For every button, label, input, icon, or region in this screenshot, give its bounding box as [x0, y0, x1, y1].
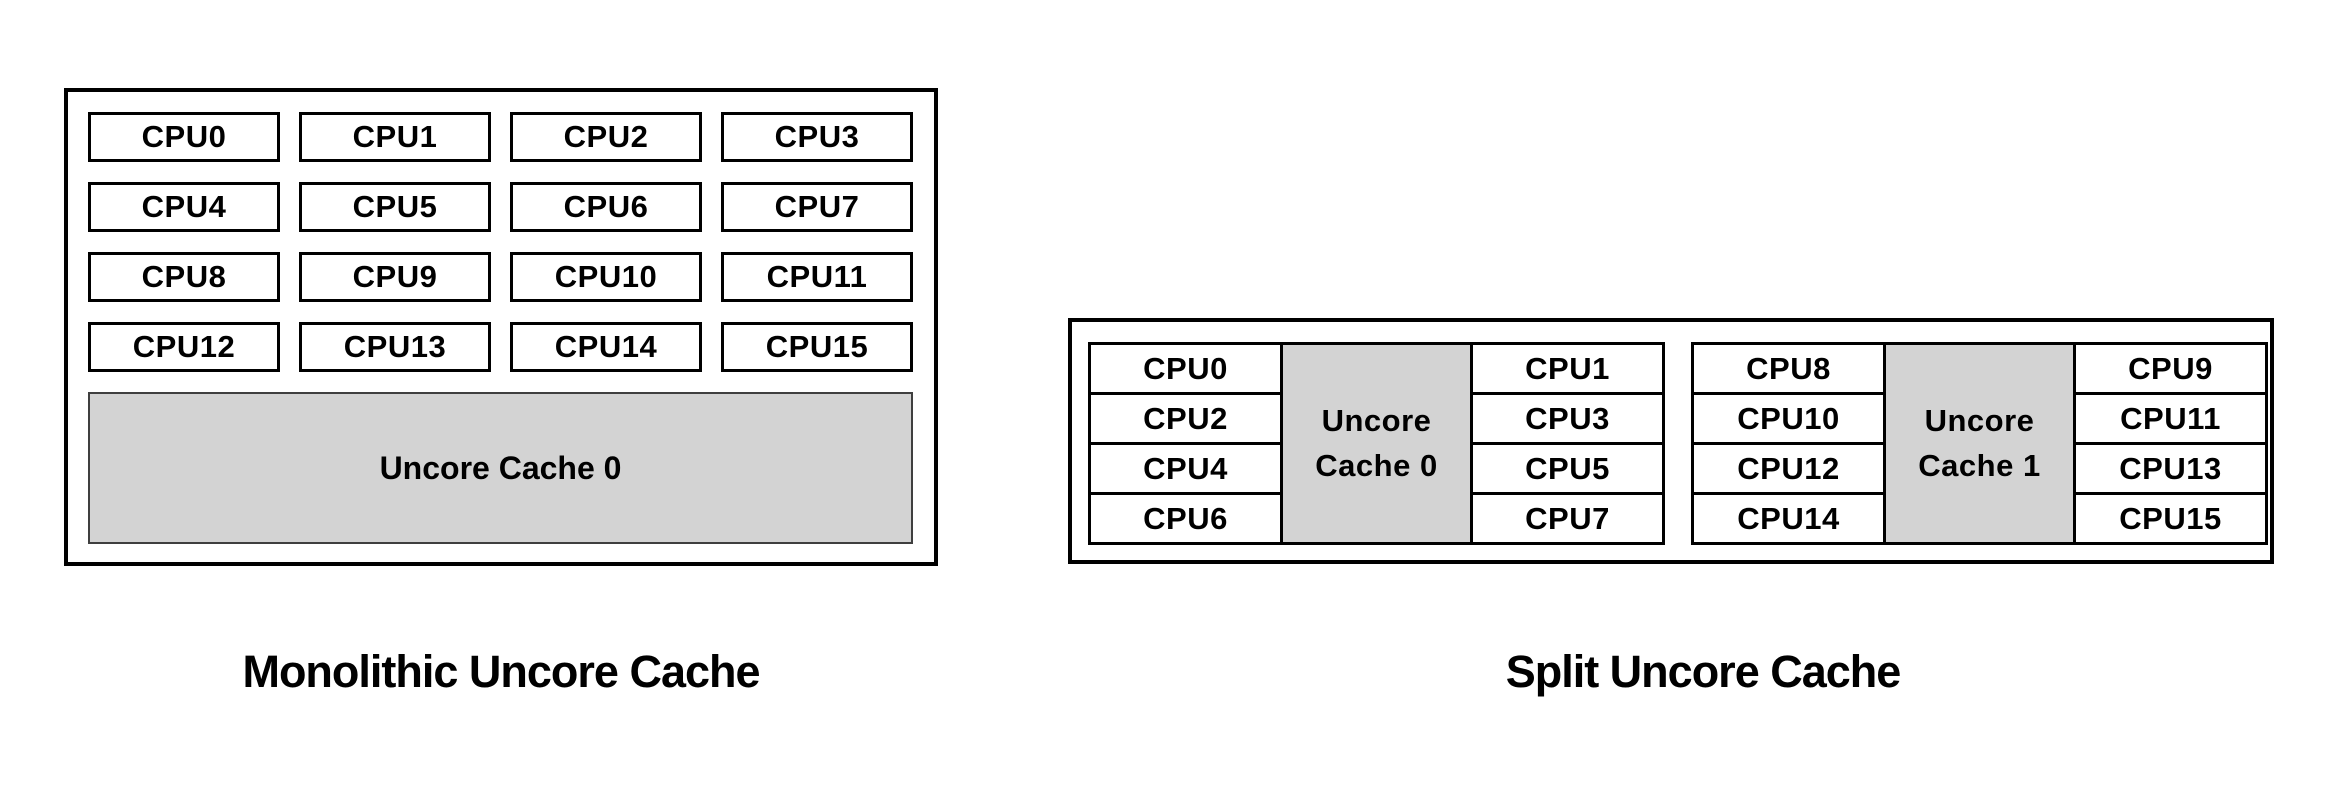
cpu-cell: CPU3: [1470, 392, 1665, 445]
cpu-cell: CPU13: [2073, 442, 2268, 495]
cpu-box: CPU12: [88, 322, 280, 372]
cpu-cell: CPU11: [2073, 392, 2268, 445]
cpu-cell: CPU2: [1088, 392, 1283, 445]
cpu-box: CPU3: [721, 112, 913, 162]
cpu-box: CPU11: [721, 252, 913, 302]
uncore-cache-1-cell: Uncore Cache 1: [1883, 342, 2076, 545]
split-diagram-title: Split Uncore Cache: [1505, 646, 1902, 697]
cpu-box: CPU5: [299, 182, 491, 232]
cpu-cell: CPU12: [1691, 442, 1886, 495]
cpu-box: CPU0: [88, 112, 280, 162]
cpu-cell: CPU7: [1470, 492, 1665, 545]
uncore-cache-0-cell: Uncore Cache 0: [1280, 342, 1473, 545]
split-group-0: CPU0 Uncore Cache 0 CPU1 CPU2 CPU3 CPU4 …: [1088, 342, 1665, 545]
monolithic-diagram: CPU0 CPU1 CPU2 CPU3 CPU4 CPU5 CPU6 CPU7 …: [64, 88, 938, 566]
cpu-box: CPU13: [299, 322, 491, 372]
cpu-box: CPU6: [510, 182, 702, 232]
cpu-box: CPU7: [721, 182, 913, 232]
split-group-1: CPU8 Uncore Cache 1 CPU9 CPU10 CPU11 CPU…: [1691, 342, 2268, 545]
split-diagram: CPU0 Uncore Cache 0 CPU1 CPU2 CPU3 CPU4 …: [1068, 318, 2274, 564]
cpu-box: CPU2: [510, 112, 702, 162]
cpu-box: CPU10: [510, 252, 702, 302]
cpu-cell: CPU14: [1691, 492, 1886, 545]
cpu-box: CPU1: [299, 112, 491, 162]
cpu-cell: CPU10: [1691, 392, 1886, 445]
cpu-box: CPU4: [88, 182, 280, 232]
cpu-cell: CPU0: [1088, 342, 1283, 395]
monolithic-cpu-grid: CPU0 CPU1 CPU2 CPU3 CPU4 CPU5 CPU6 CPU7 …: [88, 112, 913, 372]
cpu-cell: CPU4: [1088, 442, 1283, 495]
cpu-box: CPU9: [299, 252, 491, 302]
cpu-box: CPU14: [510, 322, 702, 372]
cpu-box: CPU8: [88, 252, 280, 302]
cpu-cell: CPU8: [1691, 342, 1886, 395]
cpu-cell: CPU1: [1470, 342, 1665, 395]
cpu-cell: CPU6: [1088, 492, 1283, 545]
monolithic-diagram-title: Monolithic Uncore Cache: [242, 646, 760, 697]
cpu-box: CPU15: [721, 322, 913, 372]
cpu-cell: CPU15: [2073, 492, 2268, 545]
cpu-cell: CPU5: [1470, 442, 1665, 495]
cpu-cell: CPU9: [2073, 342, 2268, 395]
uncore-cache-0-box: Uncore Cache 0: [88, 392, 913, 544]
